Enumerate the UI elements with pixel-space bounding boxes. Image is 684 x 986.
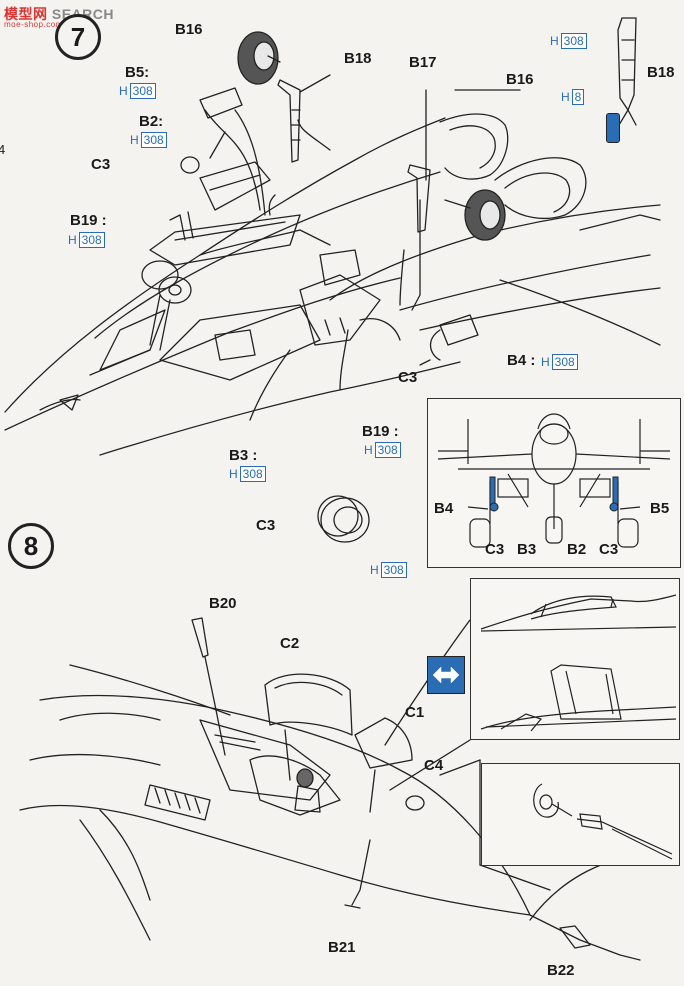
front-label-c3-a: C3: [485, 541, 505, 558]
front-label-b5: B5: [650, 500, 670, 517]
paint-number: 308: [239, 466, 266, 482]
watermark-url: moe-shop.com: [4, 20, 63, 29]
open-close-arrows-icon: [427, 656, 465, 694]
paint-number: 308: [78, 232, 105, 248]
canopy-positions-drawing: [480, 594, 677, 732]
probe-detail-inset: [481, 763, 680, 866]
part-label-c4: C4: [424, 757, 444, 774]
paint-prefix: H: [68, 233, 77, 247]
watermark-chinese: 模型网: [4, 6, 48, 22]
paint-prefix: H: [541, 355, 550, 369]
paint-prefix: H: [119, 84, 128, 98]
paint-number: 308: [380, 562, 407, 578]
part-label-b4: B4 :: [507, 352, 536, 369]
part-label-b20: B20: [209, 595, 237, 612]
part-label-b19-left: B19 :: [70, 212, 107, 229]
paint-number: 308: [560, 33, 587, 49]
part-label-b22: B22: [547, 962, 575, 979]
part-label-c1: C1: [405, 704, 425, 721]
paint-prefix: H: [370, 563, 379, 577]
part-label-b18-right: B18: [647, 64, 675, 81]
part-label-b16-top: B16: [175, 21, 203, 38]
paint-prefix: H: [229, 467, 238, 481]
part-label-c3-mid: C3: [398, 369, 418, 386]
probe-detail-drawing: [533, 783, 673, 860]
part-label-c3-top: C3: [91, 156, 111, 173]
part-label-b19-right: B19 :: [362, 423, 399, 440]
part-label-b16-right: B16: [506, 71, 534, 88]
front-view-inset: B4 B5 C3 B3 B2 C3: [427, 398, 681, 568]
canopy-positions-inset: [470, 578, 680, 740]
paint-number: 308: [551, 354, 578, 370]
part-label-b3: B3 :: [229, 447, 258, 464]
front-label-b2: B2: [567, 541, 587, 558]
paint-number: 308: [129, 83, 156, 99]
front-label-b4: B4: [434, 500, 454, 517]
paint-prefix: H: [550, 34, 559, 48]
step-number-7: 7: [55, 14, 101, 60]
paint-prefix: H: [364, 443, 373, 457]
paint-number: 8: [571, 89, 585, 105]
front-view-drawing: [437, 413, 671, 548]
part-label-b2: B2:: [139, 113, 164, 130]
paint-number: 308: [374, 442, 401, 458]
arrows-glyph: [432, 666, 460, 684]
step-number-8: 8: [8, 523, 54, 569]
paint-prefix: H: [130, 133, 139, 147]
part-label-c2: C2: [280, 635, 300, 652]
part-label-b5: B5:: [125, 64, 150, 81]
paint-number: 308: [140, 132, 167, 148]
part-label-c3-loose: C3: [256, 517, 276, 534]
part-label-b21: B21: [328, 939, 356, 956]
front-label-c3-b: C3: [599, 541, 619, 558]
part-label-b17: B17: [409, 54, 437, 71]
front-label-b3: B3: [517, 541, 537, 558]
part-label-b18-mid: B18: [344, 50, 372, 67]
blue-paint-area-b18: [606, 113, 620, 143]
paint-prefix: H: [561, 90, 570, 104]
page-edge-mark: 4: [0, 142, 6, 157]
